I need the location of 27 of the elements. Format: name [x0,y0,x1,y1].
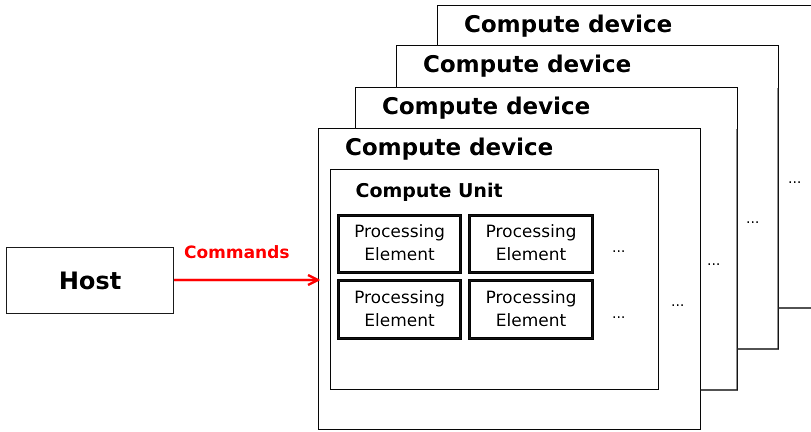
ellipsis: ... [612,307,626,321]
ellipsis: ... [788,172,802,186]
node-heading: Compute device [382,94,590,120]
host-box [6,247,174,314]
compute-device-box [318,128,701,430]
compute-device-box [437,5,811,46]
node-label: Processing Element [484,221,578,267]
compute-unit-box [330,168,658,390]
compute-device-box [396,45,779,88]
compute-device-box [355,87,738,129]
processing-element-box [337,279,462,340]
processing-element-box [468,279,594,340]
node-heading: Compute device [423,52,632,78]
ellipsis: ... [746,212,760,226]
node-heading: Compute Unit [356,180,503,202]
node-label: Processing Element [484,286,578,332]
node-heading: Compute device [464,12,672,38]
ellipsis: ... [671,295,684,309]
node-heading: Compute device [345,135,554,161]
node-label: Processing Element [353,286,446,332]
node-label: Processing Element [353,221,446,267]
ellipsis: ... [707,254,720,268]
processing-element-box [468,214,594,274]
arrow [174,274,320,286]
node-label: Host [58,266,122,294]
processing-element-box [337,214,462,274]
ellipsis: ... [612,241,626,255]
